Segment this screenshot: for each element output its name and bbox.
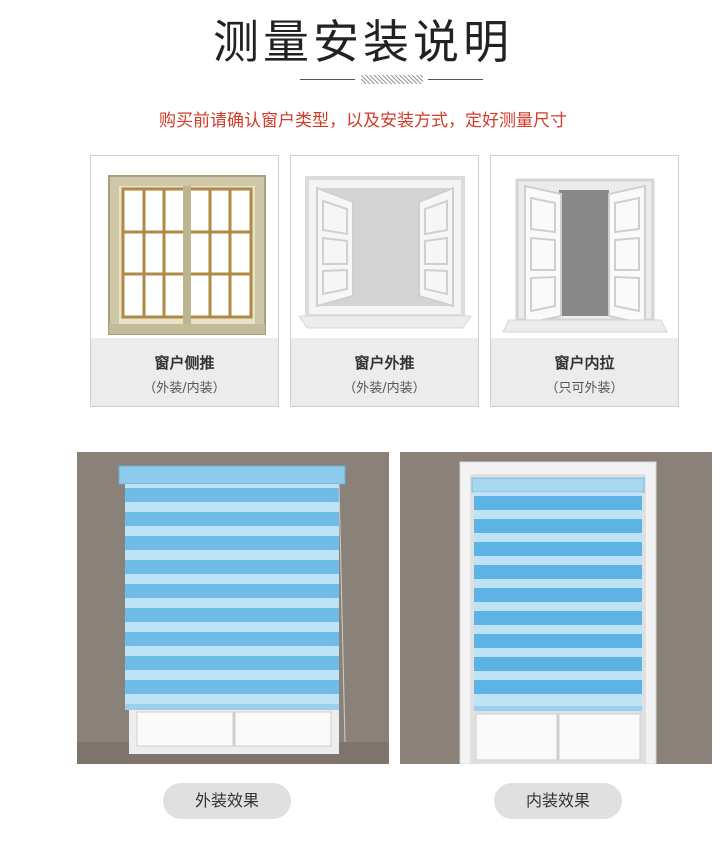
outward-window-image xyxy=(298,176,472,329)
window-type-note: （外装/内装） xyxy=(143,381,226,396)
window-type-note: （外装/内装） xyxy=(343,381,426,396)
inside-mount-label: 内装效果 xyxy=(494,783,622,819)
window-type-note: （只可外装） xyxy=(545,381,624,396)
page-title: 测量安装说明 xyxy=(213,15,513,69)
inside-mount-photo xyxy=(400,452,712,764)
window-type-card-outward: 窗户外推 （外装/内装） xyxy=(290,155,479,407)
instruction-subtitle: 购买前请确认窗户类型，以及安装方式，定好测量尺寸 xyxy=(159,111,567,131)
sliding-window-image xyxy=(107,175,266,335)
title-divider xyxy=(0,74,726,86)
window-type-name: 窗户外推 xyxy=(354,354,415,372)
window-type-name: 窗户侧推 xyxy=(154,354,215,372)
window-type-card-sliding: 窗户侧推 （外装/内装） xyxy=(90,155,279,407)
outside-mount-photo xyxy=(77,452,389,764)
outside-mount-label: 外装效果 xyxy=(163,783,291,819)
window-type-card-inward: 窗户内拉 （只可外装） xyxy=(490,155,679,407)
window-type-name: 窗户内拉 xyxy=(554,354,615,372)
inward-window-image xyxy=(502,178,668,333)
